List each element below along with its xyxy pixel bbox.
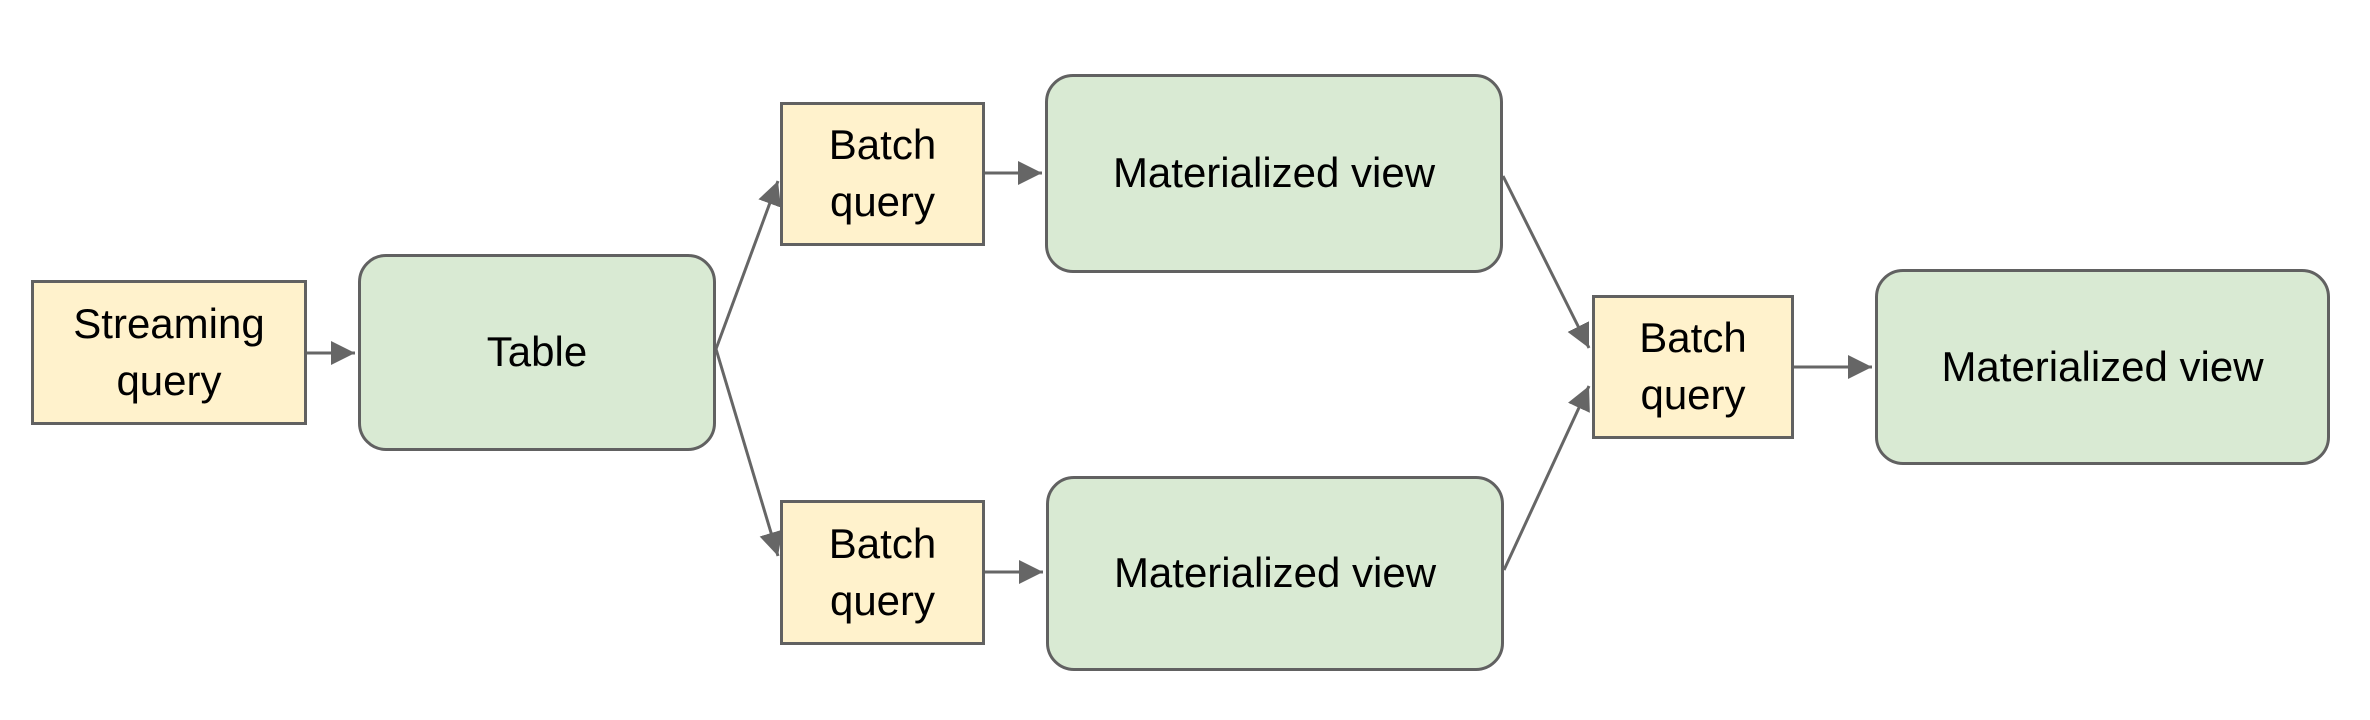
edge-table-to-batch_query_bottom xyxy=(714,348,783,557)
edge-materialized_view_top-to-batch_query_right xyxy=(1501,175,1591,349)
edge-materialized_view_bottom-to-batch_query_right xyxy=(1502,385,1591,571)
edge-table-to-batch_query_top xyxy=(714,180,781,350)
node-batch-query-right: Batch query xyxy=(1592,295,1794,439)
node-batch-query-top: Batch query xyxy=(780,102,985,246)
node-materialized-view-top: Materialized view xyxy=(1045,74,1503,273)
node-streaming-query: Streaming query xyxy=(31,280,307,425)
node-materialized-view-right: Materialized view xyxy=(1875,269,2330,465)
node-table: Table xyxy=(358,254,716,451)
node-batch-query-bottom: Batch query xyxy=(780,500,985,645)
node-materialized-view-bottom: Materialized view xyxy=(1046,476,1504,671)
